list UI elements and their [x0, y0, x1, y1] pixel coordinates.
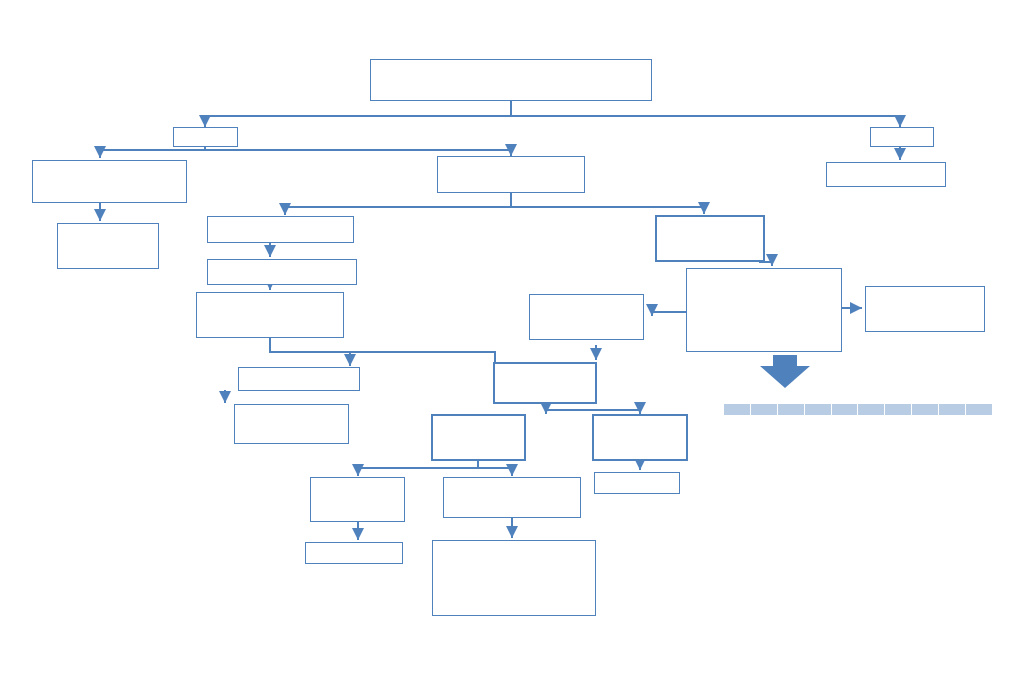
- box-iom-bcc: [865, 286, 985, 332]
- big-down-arrow: [760, 355, 810, 388]
- box-monitor-reinfection: [529, 294, 644, 340]
- box-ring-d15-d28: [592, 414, 688, 461]
- followup-schedule-table: [723, 403, 993, 416]
- box-pv-po-pm-2: [238, 367, 360, 391]
- col-header: [884, 403, 913, 416]
- col-header: [776, 403, 805, 416]
- box-root-symptoms: [370, 59, 652, 101]
- col-header: [965, 403, 993, 416]
- box-ring-d3-d14: [431, 414, 526, 461]
- box-refer-hospital-1: [594, 472, 680, 494]
- box-severe: [32, 160, 187, 203]
- col-header: [749, 403, 778, 416]
- col-header: [911, 403, 940, 416]
- col-header: [938, 403, 967, 416]
- box-restart-d0: [234, 404, 349, 444]
- col-header: [830, 403, 859, 416]
- box-not-severe: [437, 156, 585, 193]
- box-other-diseases: [826, 162, 946, 187]
- box-coordinate-followup: [196, 292, 344, 338]
- box-not-found: [870, 127, 934, 147]
- box-refer-hospital-2: [305, 542, 403, 564]
- col-header: [723, 403, 751, 416]
- box-no-symptoms: [443, 477, 581, 518]
- box-doctor-opinion-2: [207, 259, 357, 285]
- box-pv-po-pm-1: [207, 216, 354, 243]
- box-doctor-opinion-1: [57, 223, 159, 269]
- col-header: [857, 403, 886, 416]
- box-malaria-symptoms: [310, 477, 405, 522]
- table-header-row: [723, 403, 993, 416]
- box-blood-test-daily: [432, 540, 596, 616]
- col-header: [803, 403, 832, 416]
- box-pf-mixed-2: [493, 362, 597, 404]
- box-pf-treatment: [686, 268, 842, 352]
- box-found: [173, 127, 238, 147]
- box-pf-mixed-1: [655, 215, 765, 262]
